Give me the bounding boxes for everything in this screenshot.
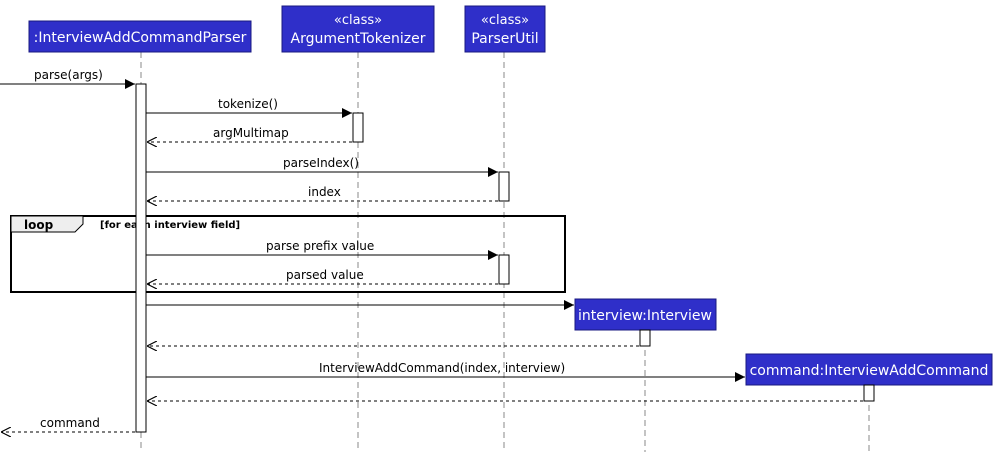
participant-interview-name: interview:Interview	[578, 308, 712, 324]
participant-parser: :InterviewAddCommandParser	[28, 20, 252, 53]
command-return-label: command	[40, 416, 100, 430]
participant-parser-name: :InterviewAddCommandParser	[34, 30, 247, 46]
tokenizer-activation	[352, 112, 364, 143]
loop-guard: [for each interview field]	[100, 220, 240, 231]
argmultimap-return-label: argMultimap	[213, 126, 289, 140]
participant-tokenizer-stereotype: «class»	[334, 13, 382, 28]
participant-command: command:InterviewAddCommand	[745, 353, 993, 386]
parse-prefix-message-label: parse prefix value	[266, 239, 374, 253]
parser-activation	[135, 83, 147, 433]
participant-util-name: ParserUtil	[471, 31, 538, 47]
participant-interview: interview:Interview	[574, 298, 717, 331]
participant-util: «class» ParserUtil	[464, 5, 546, 53]
parsed-value-return-label: parsed value	[286, 268, 364, 282]
loop-title: loop	[24, 218, 54, 232]
create-command-label: InterviewAddCommand(index, interview)	[319, 361, 565, 375]
parse-message-label: parse(args)	[34, 68, 103, 82]
command-activation	[863, 384, 875, 402]
index-return-label: index	[308, 185, 341, 199]
participant-tokenizer: «class» ArgumentTokenizer	[281, 5, 435, 53]
participant-tokenizer-name: ArgumentTokenizer	[291, 31, 426, 47]
util-activation-prefix	[498, 254, 510, 285]
loop-fragment: loop [for each interview field]	[10, 215, 566, 293]
util-activation-index	[498, 171, 510, 202]
participant-util-stereotype: «class»	[481, 13, 529, 28]
interview-activation	[639, 329, 651, 347]
participant-command-name: command:InterviewAddCommand	[750, 363, 989, 379]
tokenize-message-label: tokenize()	[218, 97, 278, 111]
parseindex-message-label: parseIndex()	[283, 156, 359, 170]
